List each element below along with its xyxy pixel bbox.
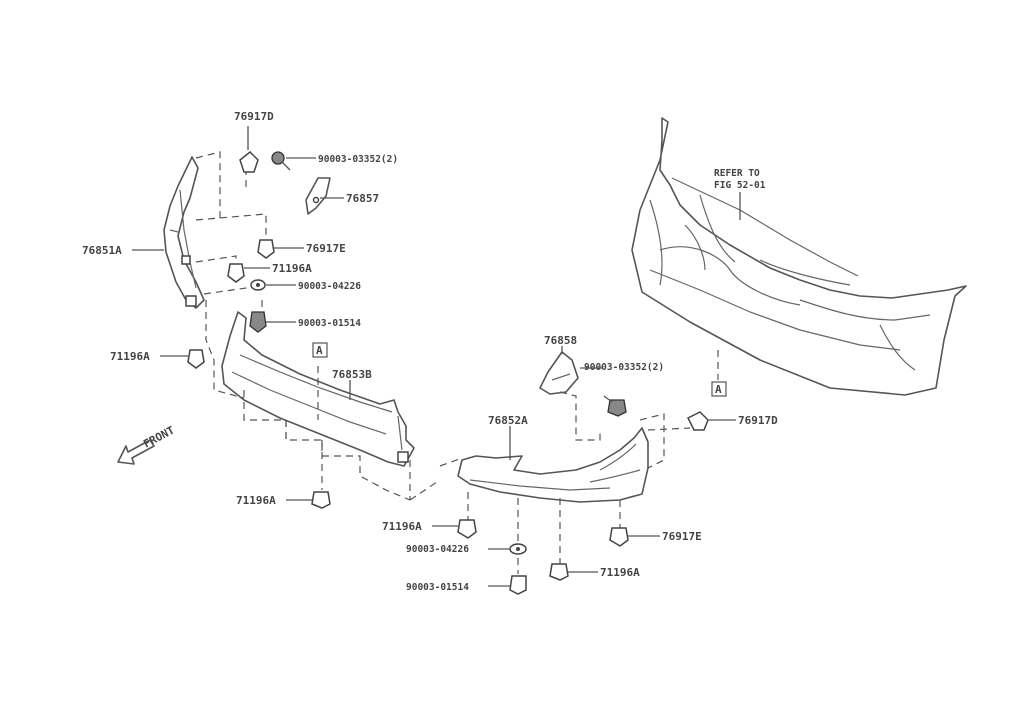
ref-box-A-left: A bbox=[312, 342, 328, 358]
label-76851A: 76851A bbox=[82, 244, 122, 257]
clip-76917E-right bbox=[609, 527, 629, 547]
label-76917E-top: 76917E bbox=[306, 242, 346, 255]
refer-line-2: FIG 52-01 bbox=[714, 180, 766, 191]
label-71196A-rb: 71196A bbox=[600, 566, 640, 579]
svg-text:FRONT: FRONT bbox=[141, 423, 177, 450]
label-76858: 76858 bbox=[544, 334, 577, 347]
lower-spoiler-76852A bbox=[457, 427, 649, 503]
clip-71196A-mid bbox=[457, 519, 477, 539]
label-90003-01514-top: 90003-01514 bbox=[298, 318, 361, 329]
label-76852A: 76852A bbox=[488, 414, 528, 427]
label-76917D-right: 76917D bbox=[738, 414, 778, 427]
svg-text:A: A bbox=[316, 344, 323, 357]
clip-76917E-top bbox=[257, 239, 275, 259]
refer-line-1: REFER TO bbox=[714, 168, 760, 179]
side-bracket-76851A bbox=[163, 156, 205, 309]
label-71196A-left: 71196A bbox=[110, 350, 150, 363]
label-90003-04226-bot: 90003-04226 bbox=[406, 544, 469, 555]
part-labels: 76917D 90003-03352(2) 76857 76851A 76917… bbox=[82, 110, 778, 593]
leader-lines bbox=[132, 126, 741, 587]
front-bumper-cover bbox=[631, 117, 967, 396]
fasteners bbox=[185, 150, 709, 595]
screw-top bbox=[271, 151, 285, 165]
label-71196A-top: 71196A bbox=[272, 262, 312, 275]
clip-71196A-bottom bbox=[311, 491, 331, 509]
front-arrow: FRONT bbox=[117, 423, 177, 465]
label-76917D-top: 76917D bbox=[234, 110, 274, 123]
ref-box-A-right: A bbox=[711, 381, 727, 397]
clip-76917D-top bbox=[239, 150, 259, 173]
label-90003-04226-top: 90003-04226 bbox=[298, 281, 361, 292]
label-76857: 76857 bbox=[346, 192, 379, 205]
label-90003-03352-a: 90003-03352(2) bbox=[318, 154, 398, 165]
label-90003-03352-b: 90003-03352(2) bbox=[584, 362, 664, 373]
label-76853B: 76853B bbox=[332, 368, 372, 381]
label-71196A-mid: 71196A bbox=[382, 520, 422, 533]
bracket-76857 bbox=[305, 177, 331, 215]
nut-top bbox=[249, 311, 267, 333]
clip-71196A-rb bbox=[549, 563, 569, 581]
air-guide-76853B bbox=[221, 311, 415, 467]
svg-text:A: A bbox=[715, 383, 722, 396]
label-90003-01514-bot: 90003-01514 bbox=[406, 582, 469, 593]
clip-71196A-top bbox=[227, 263, 245, 283]
clip-76917D-right bbox=[686, 411, 709, 431]
clip-71196A-left bbox=[187, 349, 205, 369]
screw-right bbox=[607, 399, 627, 417]
bracket-76858 bbox=[539, 351, 579, 395]
label-76917E-right: 76917E bbox=[662, 530, 702, 543]
nut-bottom bbox=[509, 575, 527, 595]
label-71196A-bottom: 71196A bbox=[236, 494, 276, 507]
